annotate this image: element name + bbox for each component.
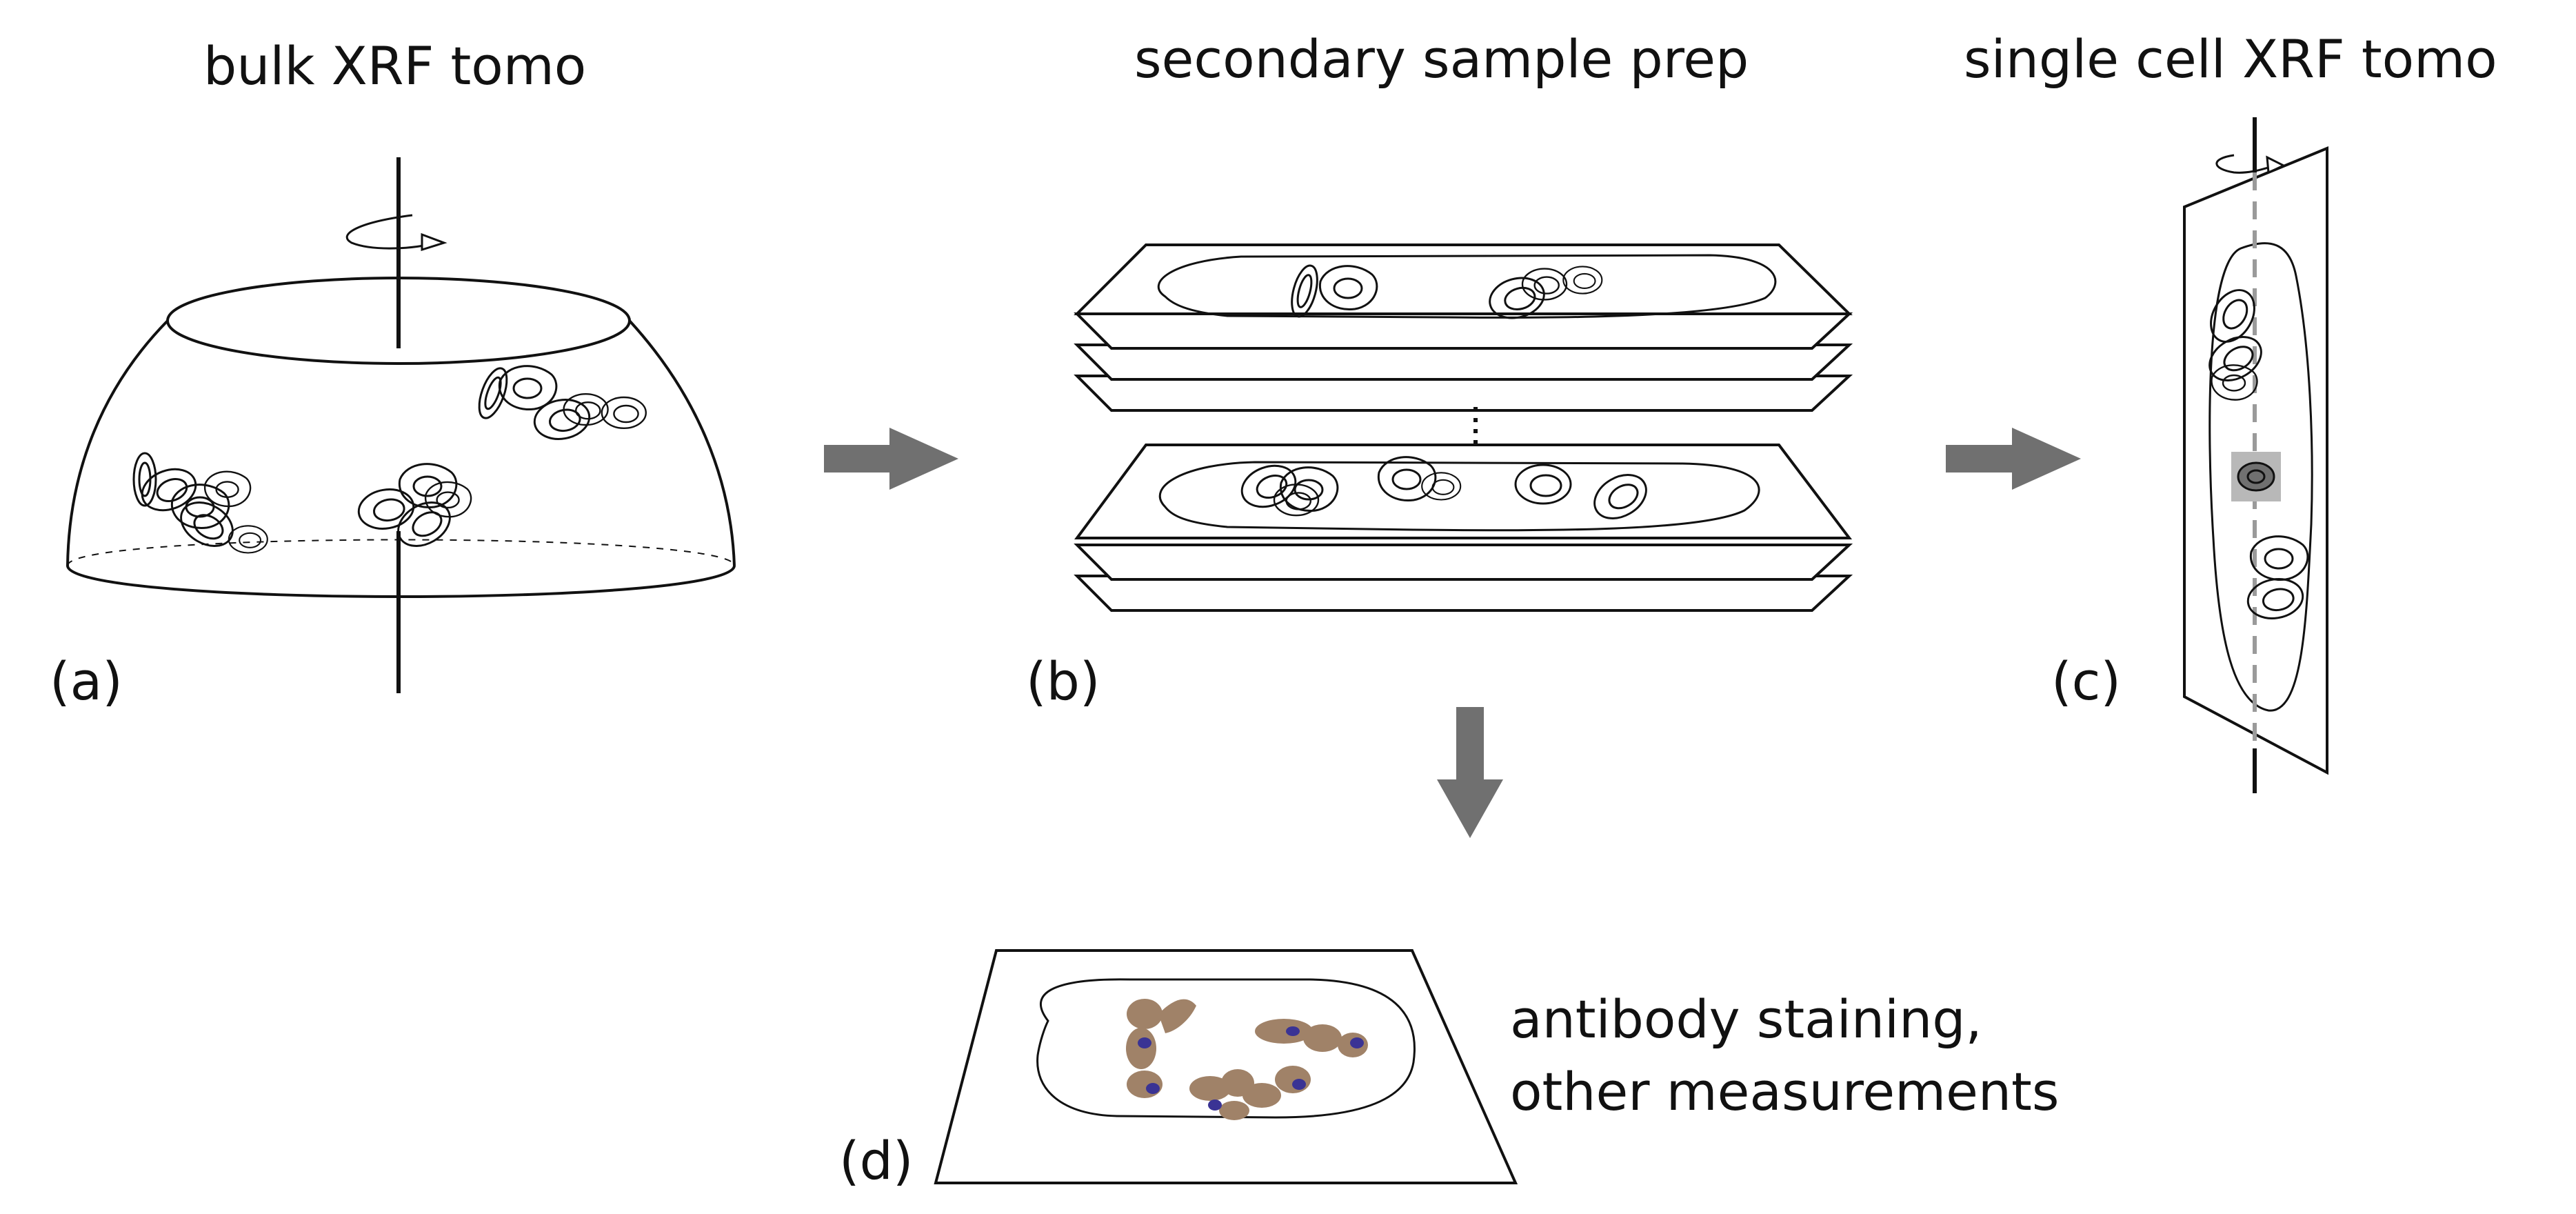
panel-label-d: (d) — [839, 1130, 914, 1191]
bulk-sample-dome — [66, 157, 736, 693]
rotation-arrow-icon — [2215, 154, 2276, 174]
panel-label-b: (b) — [1026, 650, 1100, 712]
panel-label-c: (c) — [2051, 650, 2122, 712]
title-single-cell-xrf-tomo: single cell XRF tomo — [1964, 28, 2497, 90]
rotation-arrow-icon — [345, 214, 442, 250]
panel-label-a: (a) — [50, 650, 123, 712]
title-secondary-sample-prep: secondary sample prep — [1134, 28, 1749, 90]
arrow-down-icon — [1437, 707, 1503, 838]
stained-slide — [934, 949, 1518, 1184]
single-cell-section — [2183, 117, 2328, 793]
arrow-right-icon — [824, 428, 958, 490]
arrow-right-icon — [1946, 428, 2081, 490]
serial-sections-stack — [1074, 243, 1853, 612]
note-antibody-staining: antibody staining, — [1510, 988, 1982, 1050]
note-other-measurements: other measurements — [1510, 1061, 2060, 1122]
title-bulk-xrf-tomo: bulk XRF tomo — [203, 35, 587, 97]
